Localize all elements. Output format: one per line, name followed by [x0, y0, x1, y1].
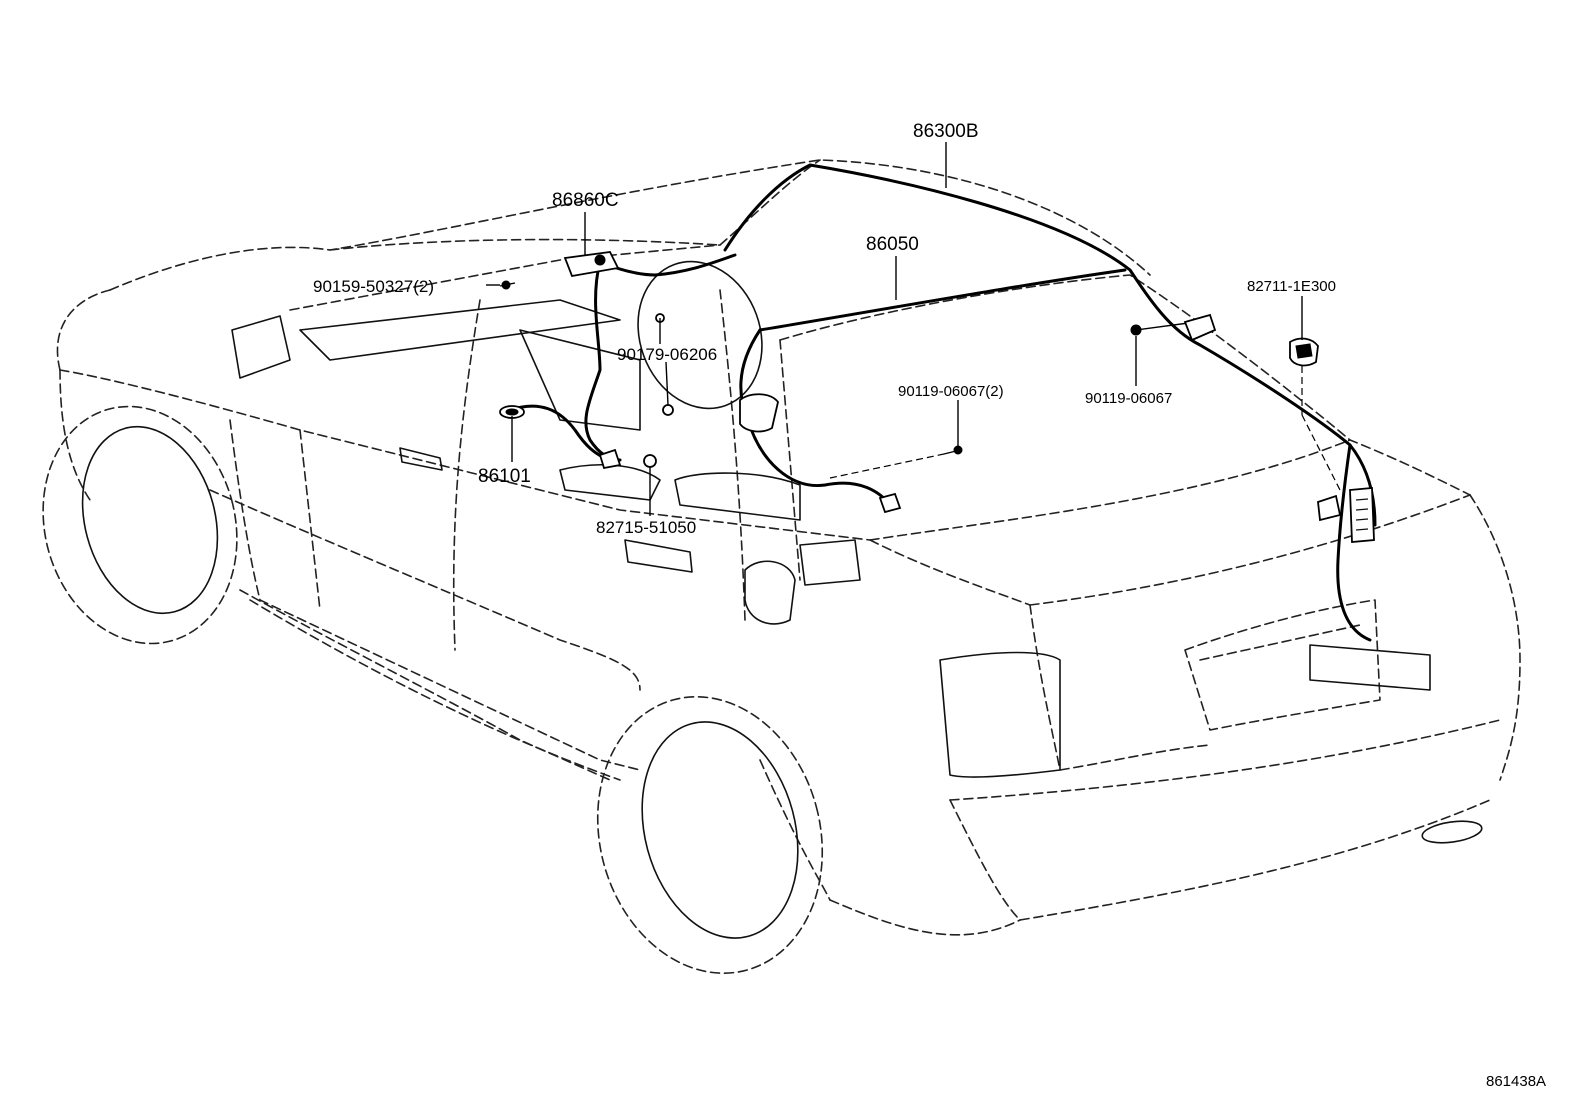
callout-86300b: 86300B	[913, 121, 979, 142]
car-solid-details	[42, 260, 1483, 974]
bolt-90119-06067-pair	[943, 445, 963, 455]
car-body-outline	[56, 159, 1521, 936]
diagram-id: 861438A	[1486, 1073, 1546, 1090]
callout-90119-06067: 90119-06067	[1085, 390, 1172, 407]
parts	[499, 251, 1375, 543]
callout-90159-50327: 90159-50327(2)	[313, 277, 434, 296]
leader-lines	[486, 142, 1341, 516]
callout-90119-06067-pair: 90119-06067(2)	[898, 383, 1004, 400]
radio-receiver-86101	[499, 405, 525, 419]
bolt-90119-06067	[1130, 313, 1217, 342]
antenna-terminal	[739, 393, 902, 514]
connector-82711-1e300	[1289, 337, 1319, 367]
antenna-wiring	[508, 163, 1377, 642]
callout-82711-1e300: 82711-1E300	[1247, 278, 1336, 295]
nut-90179-06206	[655, 313, 674, 416]
callout-90179-06206: 90179-06206	[617, 345, 717, 364]
callout-82715-51050: 82715-51050	[596, 518, 696, 537]
callout-86101: 86101	[478, 466, 531, 487]
callout-labels: 86300B 86860C 86050 82711-1E300 90159-50…	[313, 121, 1546, 1090]
trunk-antenna-unit	[1317, 487, 1375, 543]
clamp-82715-51050	[598, 448, 657, 470]
callout-86050: 86050	[866, 234, 919, 255]
screw-90159-50327	[499, 280, 516, 290]
callout-86860c: 86860C	[552, 190, 619, 211]
antenna-amplifier-86860c	[563, 251, 620, 278]
